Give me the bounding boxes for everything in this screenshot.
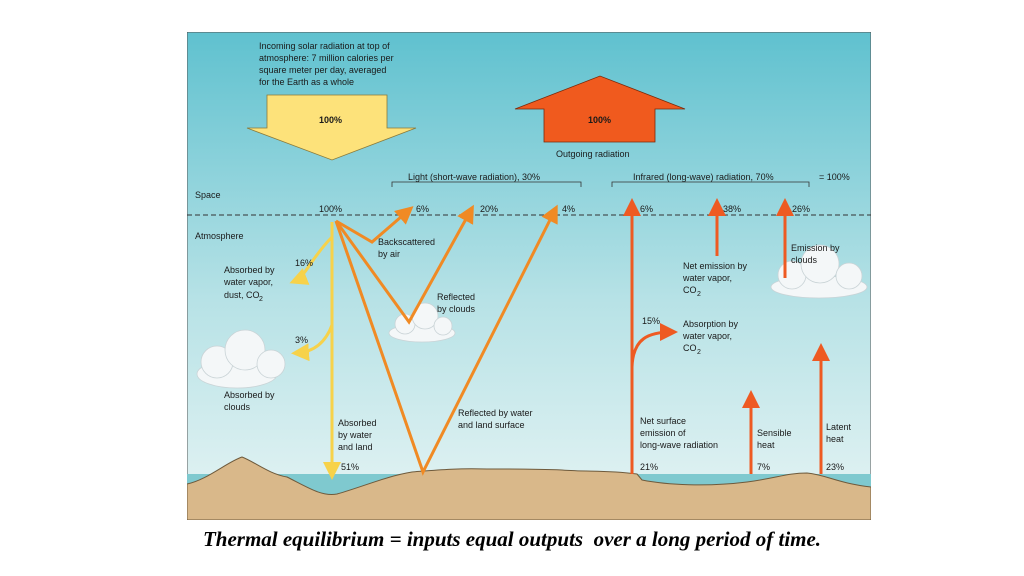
svg-text:Reflected by water: Reflected by water (458, 408, 533, 418)
svg-text:and land surface: and land surface (458, 420, 525, 430)
atmosphere-label: Atmosphere (195, 231, 244, 241)
svg-text:heat: heat (757, 440, 775, 450)
svg-text:Incoming solar radiation at to: Incoming solar radiation at top of (259, 41, 390, 51)
sensible-heat-label: Sensible heat (757, 428, 792, 450)
pct-23-label: 23% (826, 462, 844, 472)
reflected-surface-arrow (334, 204, 558, 476)
svg-text:water vapor,: water vapor, (223, 277, 273, 287)
svg-text:2: 2 (259, 296, 263, 303)
reflected-clouds-label: Reflected by clouds (437, 292, 476, 314)
absorption-vapor-arrow (630, 323, 678, 368)
caption: Thermal equilibrium = inputs equal outpu… (202, 527, 822, 551)
svg-text:CO: CO (683, 285, 697, 295)
svg-text:Sensible: Sensible (757, 428, 792, 438)
svg-text:water vapor,: water vapor, (682, 273, 732, 283)
top-100-percent: 100% (319, 204, 342, 214)
pct-51-label: 51% (341, 462, 359, 472)
cloud-left-icon (196, 329, 286, 389)
net-surface-label: Net surface emission of long-wave radiat… (640, 416, 718, 450)
light-bracket-label: Light (short-wave radiation), 30% (408, 172, 540, 182)
absorbed-clouds-arrow (291, 324, 334, 362)
light-6-percent: 6% (416, 204, 429, 214)
incoming-solar-text: Incoming solar radiation at top of atmos… (259, 41, 394, 87)
svg-text:by air: by air (378, 249, 400, 259)
svg-text:Net surface: Net surface (640, 416, 686, 426)
cloud-right-icon (770, 244, 868, 299)
svg-text:Absorption by: Absorption by (683, 319, 739, 329)
svg-text:2: 2 (697, 349, 701, 356)
svg-text:Net emission by: Net emission by (683, 261, 748, 271)
cloud-center-icon (388, 302, 456, 343)
equals-100-label: = 100% (819, 172, 850, 182)
infrared-bracket-label: Infrared (long-wave) radiation, 70% (633, 172, 774, 182)
svg-text:water vapor,: water vapor, (682, 331, 732, 341)
ir-6-percent: 6% (640, 204, 653, 214)
incoming-percent: 100% (319, 115, 342, 125)
svg-text:by water: by water (338, 430, 372, 440)
backscatter-air-arrow (335, 206, 414, 244)
latent-heat-label: Latent heat (826, 422, 852, 444)
absorbed-water-land-label: Absorbed by water and land (338, 418, 377, 452)
backscatter-label: Backscattered by air (378, 237, 435, 259)
svg-text:by clouds: by clouds (437, 304, 476, 314)
absorption-vapor-label: Absorption by water vapor, CO 2 (682, 319, 739, 356)
svg-text:for the Earth as a whole: for the Earth as a whole (259, 77, 354, 87)
outgoing-percent: 100% (588, 115, 611, 125)
ir-26-percent: 26% (792, 204, 810, 214)
outgoing-radiation-arrow (514, 75, 686, 143)
pct-21-label: 21% (640, 462, 658, 472)
light-bracket (391, 181, 582, 187)
svg-text:CO: CO (683, 343, 697, 353)
svg-text:Emission by: Emission by (791, 243, 840, 253)
svg-text:Absorbed by: Absorbed by (224, 390, 275, 400)
space-label: Space (195, 190, 221, 200)
light-4-percent: 4% (562, 204, 575, 214)
reflected-water-label: Reflected by water and land surface (458, 408, 533, 430)
light-20-percent: 20% (480, 204, 498, 214)
ir-38-percent: 38% (723, 204, 741, 214)
incoming-solar-arrow (246, 94, 417, 161)
svg-text:emission of: emission of (640, 428, 686, 438)
svg-text:heat: heat (826, 434, 844, 444)
svg-text:long-wave radiation: long-wave radiation (640, 440, 718, 450)
net-emission-vapor-label: Net emission by water vapor, CO 2 (682, 261, 748, 298)
svg-text:Absorbed by: Absorbed by (224, 265, 275, 275)
svg-text:Latent: Latent (826, 422, 852, 432)
pct-3-label: 3% (295, 335, 308, 345)
svg-text:Reflected: Reflected (437, 292, 475, 302)
absorbed-vapor-label: Absorbed by water vapor, dust, CO 2 (223, 265, 275, 303)
absorbed-vapor-arrow (289, 235, 334, 285)
svg-text:2: 2 (697, 291, 701, 298)
infrared-bracket (611, 181, 810, 187)
pct-7-label: 7% (757, 462, 770, 472)
svg-text:clouds: clouds (791, 255, 818, 265)
pct-16-label: 16% (295, 258, 313, 268)
outgoing-label: Outgoing radiation (556, 149, 630, 159)
svg-text:square meter per day, averaged: square meter per day, averaged (259, 65, 386, 75)
svg-text:and land: and land (338, 442, 373, 452)
absorbed-clouds-label: Absorbed by clouds (224, 390, 275, 412)
energy-balance-diagram: Incoming solar radiation at top of atmos… (187, 32, 871, 520)
svg-text:clouds: clouds (224, 402, 251, 412)
pct-15-label: 15% (642, 316, 660, 326)
svg-text:Absorbed: Absorbed (338, 418, 377, 428)
svg-text:dust, CO: dust, CO (224, 290, 260, 300)
reflected-clouds-arrow (334, 204, 474, 325)
ground-land (187, 456, 871, 520)
svg-text:atmosphere: 7 million calories: atmosphere: 7 million calories per (259, 53, 394, 63)
svg-text:Backscattered: Backscattered (378, 237, 435, 247)
emission-clouds-label: Emission by clouds (791, 243, 840, 265)
